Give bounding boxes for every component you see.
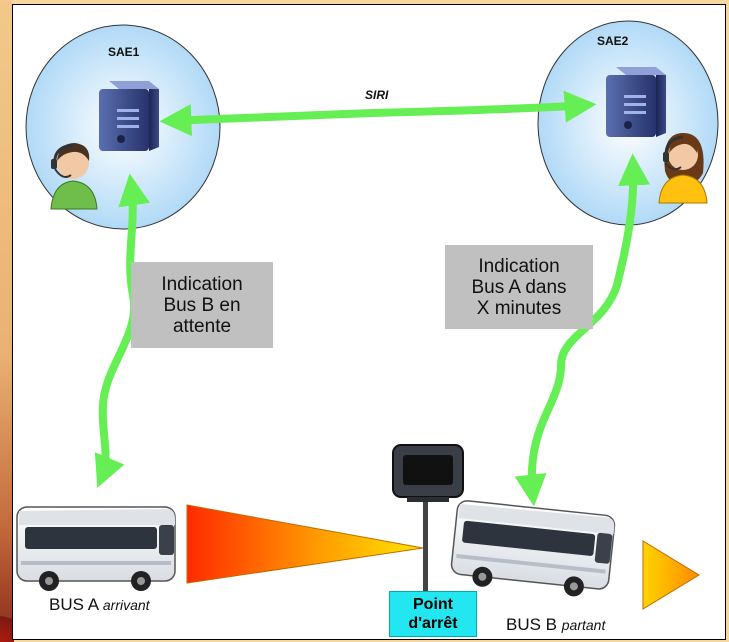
- stop-label-line: Point: [413, 596, 453, 613]
- info-line: Indication: [478, 255, 560, 277]
- sae2-label: SAE2: [597, 34, 629, 48]
- info-line: Bus A dans: [471, 276, 567, 298]
- gradient-arrow-icon: [642, 540, 700, 610]
- sae1-server-icon: [99, 81, 159, 151]
- bus-b-status: partant: [561, 617, 606, 633]
- sae1-bus-a-arrow: [94, 173, 150, 488]
- stop-label: Point d'arrêt: [389, 591, 477, 637]
- bus-b-caption: BUS B partant: [506, 615, 605, 635]
- bus-b-icon: [448, 499, 617, 601]
- sae2-server-icon: [606, 67, 666, 137]
- info-line: Indication: [161, 273, 243, 295]
- bus-b-name: BUS B: [506, 615, 558, 634]
- slide-corner-decoration: [0, 602, 14, 642]
- bus-a-icon: [16, 506, 176, 592]
- bus-a-name: BUS A: [49, 595, 99, 614]
- siri-link-arrow: [159, 90, 597, 137]
- bus-a-caption: BUS A arrivant: [49, 595, 150, 615]
- display-panel-icon: [392, 444, 464, 593]
- siri-label: SIRI: [365, 88, 389, 102]
- info-line: Bus B en: [163, 294, 241, 316]
- gradient-arrow-icon: [186, 504, 424, 584]
- info-box-right: Indication Bus A dans X minutes: [445, 245, 593, 329]
- info-line: attente: [172, 315, 232, 337]
- info-box-left: Indication Bus B en attente: [131, 262, 273, 348]
- diagram-graphics: [16, 20, 719, 610]
- sae2-bus-b-arrow: [514, 153, 651, 507]
- slide-edge-decoration: [0, 0, 12, 642]
- operator-icon: [658, 133, 708, 204]
- bus-a-status: arrivant: [102, 597, 150, 613]
- diagram-canvas: SAE1 SAE2 SIRI Indication Bus B en atten…: [12, 4, 726, 640]
- info-line: X minutes: [476, 297, 562, 319]
- sae1-label: SAE1: [108, 45, 140, 59]
- operator-icon: [50, 143, 98, 210]
- stop-label-line: d'arrêt: [408, 615, 458, 632]
